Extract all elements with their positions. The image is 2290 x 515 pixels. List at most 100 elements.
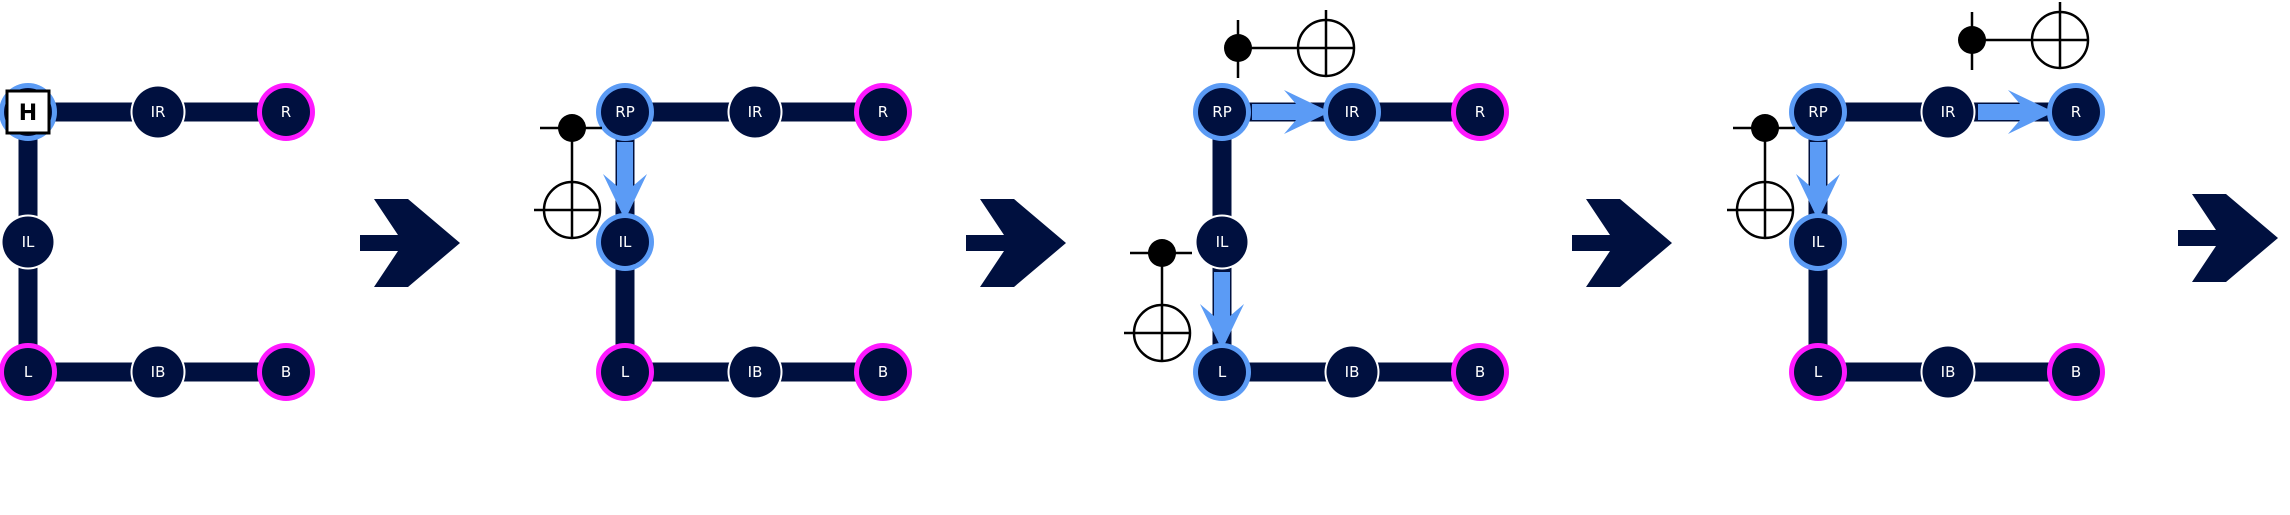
node-core [1794,218,1842,266]
node-label: IB [748,363,763,381]
qubit-node-r: R [854,83,912,141]
qubit-node-r: R [1451,83,1509,141]
node-core [2,216,54,268]
node-label: L [1218,363,1227,381]
qubit-node-r: R [2047,83,2105,141]
node-core [132,346,184,398]
qubit-node-l: L [1789,343,1847,401]
node-core [2052,348,2100,396]
node-core [262,348,310,396]
node-core [1794,348,1842,396]
node-core [1328,88,1376,136]
node-core [859,88,907,136]
panel-1: H IR R IL L IB B [0,83,315,401]
hadamard-gate: H [5,89,51,135]
node-label: R [878,103,888,121]
cnot-gate [1727,114,1795,240]
node-label: R [2071,103,2081,121]
panel-3: RP IR R IL L IB B [1124,10,1509,401]
node-label: B [1475,363,1485,381]
qubit-node-il: IL [1194,214,1250,270]
flow-arrow [1978,90,2054,134]
node-label: RP [1808,103,1827,121]
node-label: R [1475,103,1485,121]
qubit-node-l: L [0,343,57,401]
step-arrow-icon [1572,199,1672,287]
node-label: L [1814,363,1823,381]
qubit-node-ib: IB [727,344,783,400]
qubit-node-ir: IR [1323,83,1381,141]
node-label: IB [1941,363,1956,381]
panel-2: RP IR R IL L IB B [534,83,912,401]
qubit-node-rp: RP [596,83,654,141]
node-label: IL [22,233,35,251]
qubit-node-rp: RP [1789,83,1847,141]
node-label: IL [619,233,632,251]
node-label: L [24,363,33,381]
node-core [1196,216,1248,268]
qubit-node-b: B [1451,343,1509,401]
qubit-node: H [0,83,57,141]
qubit-node-l: L [1193,343,1251,401]
cnot-gate [534,114,602,240]
node-core [729,346,781,398]
node-label: B [281,363,291,381]
node-core [729,86,781,138]
qubit-node-b: B [257,343,315,401]
qubit-node-ir: IR [1920,84,1976,140]
hadamard-label: H [19,101,37,126]
flow-arrow [603,142,647,220]
qubit-node-ir: IR [727,84,783,140]
cnot-gate [1124,239,1192,363]
cnot-gate [1224,10,1356,78]
node-core [859,348,907,396]
node-core [262,88,310,136]
node-core [601,218,649,266]
node-core [601,88,649,136]
node-label: B [878,363,888,381]
node-label: IB [1345,363,1360,381]
node-core [1198,348,1246,396]
qubit-node-b: B [854,343,912,401]
node-core [4,348,52,396]
node-core [1922,86,1974,138]
flow-arrow [1796,142,1840,220]
node-core [1922,346,1974,398]
node-label: L [621,363,630,381]
node-core [1326,346,1378,398]
node-label: B [2071,363,2081,381]
step-arrow-icon [360,199,460,287]
cnot-gate [1958,2,2090,70]
node-label: IR [748,103,763,121]
qubit-node-il: IL [596,213,654,271]
flow-arrow [1252,90,1330,134]
node-core [132,86,184,138]
hadamard-box [5,89,51,135]
qubit-node-ib: IB [1324,344,1380,400]
step-arrow-icon [2178,194,2278,282]
node-core [1456,88,1504,136]
qubit-node-il: IL [0,214,56,270]
node-label: IR [151,103,166,121]
node-label: IL [1812,233,1825,251]
flow-arrow [1200,272,1244,350]
node-label: IR [1941,103,1956,121]
node-core [1794,88,1842,136]
node-label: IL [1216,233,1229,251]
qubit-node-ib: IB [130,344,186,400]
qubit-node-r: R [257,83,315,141]
node-core [1198,88,1246,136]
qubit-node-il: IL [1789,213,1847,271]
node-core [2052,88,2100,136]
node-label: RP [615,103,634,121]
node-label: R [281,103,291,121]
qubit-node-l: L [596,343,654,401]
qubit-node-ir: IR [130,84,186,140]
qubit-node-b: B [2047,343,2105,401]
node-core [1456,348,1504,396]
node-label: RP [1212,103,1231,121]
qubit-node-ib: IB [1920,344,1976,400]
qubit-node-rp: RP [1193,83,1251,141]
step-arrow-icon [966,199,1066,287]
